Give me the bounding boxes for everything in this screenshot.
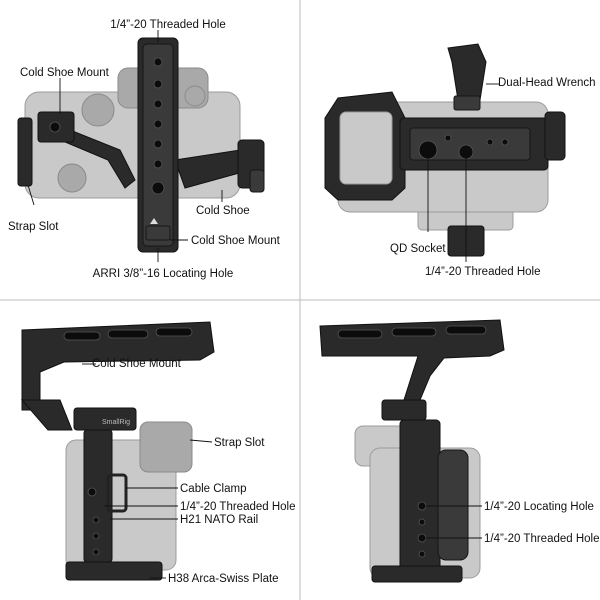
label-nato-rail: H21 NATO Rail: [180, 514, 258, 526]
dual-head-wrench: [447, 43, 487, 101]
label-arca-plate: H38 Arca-Swiss Plate: [168, 573, 279, 585]
base-plate: [371, 565, 463, 583]
label-cold-shoe-mount-top: Cold Shoe Mount: [20, 67, 110, 79]
locating-hole-icon: [417, 501, 427, 511]
panel-top-right: Dual-Head Wrench QD Socket 1/4”-20 Threa…: [324, 43, 596, 278]
nato-hole: [92, 548, 100, 556]
handle-hole: [153, 79, 163, 89]
bottom-cold-shoe-icon: [145, 225, 171, 241]
strap-slot-bracket: [17, 117, 33, 187]
handle-slot: [107, 329, 149, 339]
panel-top-left: 1/4”-20 Threaded Hole Cold Shoe Mount St…: [8, 19, 281, 280]
panel-bottom-right: 1/4”-20 Locating Hole 1/4”-20 Threaded H…: [319, 319, 600, 583]
top-handle: [319, 319, 505, 401]
label-threaded-hole: 1/4”-20 Threaded Hole: [425, 266, 541, 278]
label-cold-shoe: Cold Shoe: [196, 205, 250, 217]
label-locating-hole: 1/4”-20 Locating Hole: [484, 501, 594, 513]
camera-lens: [139, 421, 193, 473]
top-handle: [21, 321, 215, 411]
arrow-mark-icon: [150, 218, 158, 224]
handle-holes: [151, 57, 165, 195]
label-cold-shoe-mount: Cold Shoe Mount: [92, 358, 182, 370]
label-qd-socket: QD Socket: [390, 243, 446, 255]
handle-hole: [153, 119, 163, 129]
arca-swiss-plate: [65, 561, 163, 581]
wrench-mount: [453, 95, 481, 111]
nato-hole: [92, 516, 100, 524]
side-knob-clamp: [544, 111, 566, 161]
handle-slot: [155, 327, 193, 337]
threaded-hole-icon: [458, 144, 474, 160]
label-cable-clamp: Cable Clamp: [180, 483, 246, 495]
handle-hole: [153, 159, 163, 169]
battery-door: [339, 111, 393, 185]
label-threaded-hole: 1/4”-20 Threaded Hole: [484, 533, 600, 545]
plate-hole: [501, 138, 509, 146]
label-threaded-hole: 1/4”-20 Threaded Hole: [110, 19, 226, 31]
side-hole: [87, 487, 97, 497]
brand-mark: SmallRig: [102, 419, 130, 426]
bottom-plate-inner: [409, 127, 531, 161]
plate-hole: [486, 138, 494, 146]
handle-hole: [151, 181, 165, 195]
mount-hole: [49, 121, 61, 133]
label-threaded-hole: 1/4”-20 Threaded Hole: [180, 501, 296, 513]
label-strap-slot: Strap Slot: [214, 437, 265, 449]
handle-hole: [153, 57, 163, 67]
leader-line: [189, 439, 213, 443]
cold-shoe-knob-icon: [249, 169, 265, 193]
label-cold-shoe-mount-bottom: Cold Shoe Mount: [191, 235, 281, 247]
label-dual-head-wrench: Dual-Head Wrench: [498, 77, 596, 89]
leader-line: [27, 184, 35, 206]
plate-hole: [444, 134, 452, 142]
handle-slot: [63, 331, 101, 341]
handle-slot: [445, 325, 487, 335]
threaded-hole-icon: [417, 533, 427, 543]
qd-socket-icon: [418, 140, 438, 160]
control-dial-icon: [184, 85, 206, 107]
mode-dial-icon: [81, 93, 115, 127]
plate-hole: [418, 518, 426, 526]
plate-hole: [418, 550, 426, 558]
lens-mount-icon: [57, 163, 87, 193]
handle-hole: [153, 139, 163, 149]
handle-slot: [337, 329, 383, 339]
grip-side: [437, 449, 469, 561]
handle-support: [20, 399, 73, 431]
label-strap-slot: Strap Slot: [8, 221, 59, 233]
label-arri-hole: ARRI 3/8”-16 Locating Hole: [93, 268, 234, 280]
nato-hole: [92, 532, 100, 540]
handle-slot: [391, 327, 437, 337]
handle-hole: [153, 99, 163, 109]
cage-rear-side: [399, 419, 441, 571]
cage-top-rail: [381, 399, 427, 421]
panel-bottom-left: SmallRig Cold Shoe Mount Strap Slot Cabl…: [20, 321, 296, 585]
cable-clamp: [106, 473, 128, 513]
